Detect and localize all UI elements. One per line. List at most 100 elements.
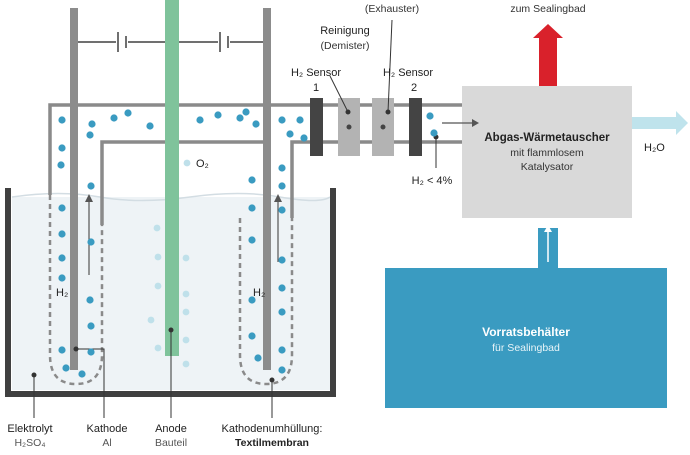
h2-bubble xyxy=(278,182,286,190)
h2-bubble xyxy=(88,120,96,128)
h2-bubble xyxy=(236,114,244,122)
h2-bubble xyxy=(58,346,66,354)
h2-bubble xyxy=(87,182,95,190)
h2-rise-arrow-left xyxy=(85,194,93,275)
h2-bubble xyxy=(86,131,94,139)
o2-bubble xyxy=(182,290,190,298)
power-connection-right xyxy=(179,32,263,52)
h2-bubble xyxy=(248,296,256,304)
cleaning-subtitle: (Demister) xyxy=(321,40,370,52)
h2-bubble xyxy=(426,112,434,120)
cathode-label: Kathode xyxy=(87,423,128,435)
anode-label: Anode xyxy=(155,423,187,435)
sealing-bath-label: zum Sealingbad xyxy=(510,3,585,15)
gas-bubbles xyxy=(57,108,438,378)
h2-bubble xyxy=(62,364,70,372)
h2-bubble xyxy=(278,284,286,292)
cathode-rod-right xyxy=(263,8,271,370)
h2-bubble xyxy=(254,354,262,362)
h2-sensor-2 xyxy=(409,98,422,156)
h2-bubble xyxy=(248,332,256,340)
sensor-2-number: 2 xyxy=(411,82,417,94)
sheath-label: Kathodenumhüllung: xyxy=(222,423,323,435)
heat-exchanger-line-3: Katalysator xyxy=(521,161,574,173)
h2-bubble xyxy=(58,274,66,282)
h2-rise-arrow-right xyxy=(274,194,282,262)
cathode-rod-left xyxy=(70,8,78,370)
water-output-arrow xyxy=(632,111,688,135)
h2-bubble xyxy=(86,296,94,304)
h2-sensor-1 xyxy=(310,98,323,156)
reservoir-title: Vorratsbehälter xyxy=(482,325,570,339)
exhauster-indicator-dot xyxy=(380,124,386,130)
o2-bubble xyxy=(154,253,162,261)
exhaust-duct-outer xyxy=(48,103,462,195)
o2-bubble xyxy=(154,344,162,352)
h2-bubble xyxy=(248,204,256,212)
h2-bubble xyxy=(252,120,260,128)
h2-bubble xyxy=(278,308,286,316)
power-connection-left xyxy=(78,32,165,52)
electrolyte-label: Elektrolyt xyxy=(7,423,52,435)
h2-bubble xyxy=(58,144,66,152)
cleaning-title: Reinigung xyxy=(320,25,370,37)
h2-bubble xyxy=(296,116,304,124)
cathode-sheath-right xyxy=(238,218,294,386)
electrolyte-sublabel: H₂SO₄ xyxy=(14,437,45,449)
h2-bubble xyxy=(278,164,286,172)
h2-bubble xyxy=(124,109,132,117)
reservoir-to-exchanger-flow xyxy=(538,225,558,268)
o2-bubble xyxy=(154,282,162,290)
duct-flow-arrow xyxy=(442,119,479,127)
h2-bubble xyxy=(242,108,250,116)
h2-limit-label: H₂ < 4% xyxy=(412,175,453,187)
cathode-sheath-left xyxy=(48,195,104,386)
sealing-exhaust-arrow xyxy=(533,24,563,88)
h2-bubble xyxy=(78,370,86,378)
h2-bubble xyxy=(248,236,256,244)
h2-bubble xyxy=(278,116,286,124)
h2-bubble xyxy=(286,130,294,138)
h2-bubble xyxy=(248,176,256,184)
demister-indicator-dot xyxy=(346,124,352,130)
h2-bubble xyxy=(87,238,95,246)
water-output-label: H₂O xyxy=(644,142,665,154)
h2-label-right: H₂ xyxy=(253,287,265,299)
exhaust-duct-inner-right xyxy=(290,140,462,218)
anode-sublabel: Bauteil xyxy=(155,437,187,449)
h2-bubble xyxy=(146,122,154,130)
h2-bubble xyxy=(214,111,222,119)
h2-bubble xyxy=(57,161,65,169)
o2-bubble xyxy=(183,159,191,167)
oxygen-label: O₂ xyxy=(196,158,209,170)
exhaust-duct-inner xyxy=(100,140,268,225)
h2-bubble xyxy=(87,348,95,356)
h2-bubble xyxy=(300,134,308,142)
h2-bubble xyxy=(196,116,204,124)
cathode-sublabel: Al xyxy=(102,437,111,449)
h2-bubble xyxy=(430,129,438,137)
h2-bubble xyxy=(58,204,66,212)
h2-bubble xyxy=(278,346,286,354)
h2-bubble xyxy=(278,256,286,264)
heat-exchanger-box xyxy=(462,86,632,218)
o2-bubble xyxy=(147,316,155,324)
o2-bubble xyxy=(182,254,190,262)
h2-bubble xyxy=(87,322,95,330)
o2-bubble xyxy=(182,360,190,368)
heat-exchanger-line-2: mit flammlosem xyxy=(510,147,584,159)
h2-bubble xyxy=(58,116,66,124)
o2-bubble xyxy=(182,308,190,316)
reservoir-box xyxy=(385,268,667,408)
sensor-1-label: H₂ Sensor xyxy=(291,67,341,79)
sensor-1-number: 1 xyxy=(313,82,319,94)
h2-bubble xyxy=(278,366,286,374)
heat-exchanger-title: Abgas-Wärmetauscher xyxy=(484,132,610,144)
h2-bubble xyxy=(278,206,286,214)
sensor-2-label: H₂ Sensor xyxy=(383,67,433,79)
callout-leaders xyxy=(31,19,439,418)
exhauster-label: (Exhauster) xyxy=(365,3,419,15)
h2-label-left: H₂ xyxy=(56,287,68,299)
o2-bubble xyxy=(182,336,190,344)
